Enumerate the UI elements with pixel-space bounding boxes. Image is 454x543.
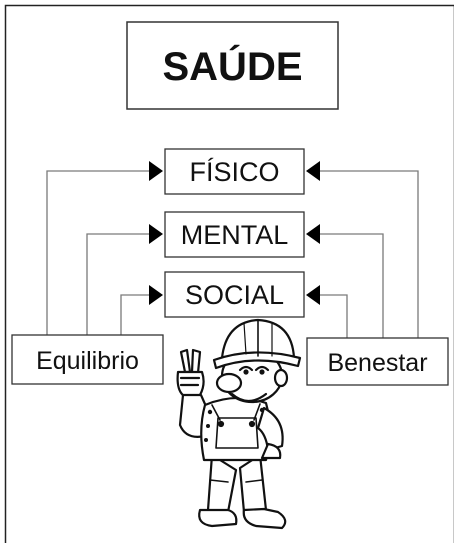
right-connectors bbox=[318, 170, 419, 338]
left-label-box: Equilibrio bbox=[11, 334, 164, 385]
arrow-right-mental bbox=[306, 224, 320, 244]
connector-right-fisico bbox=[318, 170, 419, 338]
center-box-social: SOCIAL bbox=[164, 271, 305, 318]
button-left bbox=[217, 420, 225, 428]
left-connectors bbox=[46, 170, 152, 335]
center-box-mental: MENTAL bbox=[164, 211, 305, 258]
overall-bib bbox=[215, 417, 259, 449]
eye-left bbox=[238, 365, 254, 372]
connector-right-social bbox=[318, 294, 348, 338]
victory-hand bbox=[176, 348, 205, 398]
right-label-text: Benestar bbox=[327, 349, 427, 377]
connector-left-mental bbox=[86, 233, 152, 335]
arrow-left-fisico bbox=[149, 161, 163, 181]
nose bbox=[215, 372, 243, 394]
right-label-box: Benestar bbox=[306, 337, 449, 386]
hip-hand bbox=[260, 442, 282, 460]
title-text: SAÚDE bbox=[162, 43, 302, 89]
connector-left-social bbox=[120, 294, 152, 335]
arrow-right-social bbox=[306, 285, 320, 305]
connector-right-mental bbox=[318, 233, 384, 338]
left-label-text: Equilibrio bbox=[36, 347, 139, 375]
center-box-fisico-label: FÍSICO bbox=[189, 157, 279, 187]
legs bbox=[206, 453, 268, 514]
arrow-left-mental bbox=[149, 224, 163, 244]
center-box-fisico: FÍSICO bbox=[164, 148, 305, 195]
hard-hat-icon bbox=[212, 318, 302, 370]
button-right bbox=[248, 420, 256, 428]
arrowheads bbox=[149, 161, 320, 305]
arrow-right-fisico bbox=[306, 161, 320, 181]
connector-left-fisico bbox=[46, 170, 152, 335]
arrow-left-social bbox=[149, 285, 163, 305]
center-box-mental-label: MENTAL bbox=[181, 220, 289, 250]
overall-straps bbox=[211, 403, 261, 421]
ear bbox=[273, 368, 289, 388]
center-box-social-label: SOCIAL bbox=[185, 280, 284, 310]
worker-mascot-illustration bbox=[176, 318, 302, 530]
smile bbox=[230, 392, 268, 403]
shoes bbox=[198, 507, 287, 530]
eye-right bbox=[254, 365, 270, 372]
outer-frame bbox=[4, 4, 454, 543]
title-box: SAÚDE bbox=[126, 21, 339, 110]
